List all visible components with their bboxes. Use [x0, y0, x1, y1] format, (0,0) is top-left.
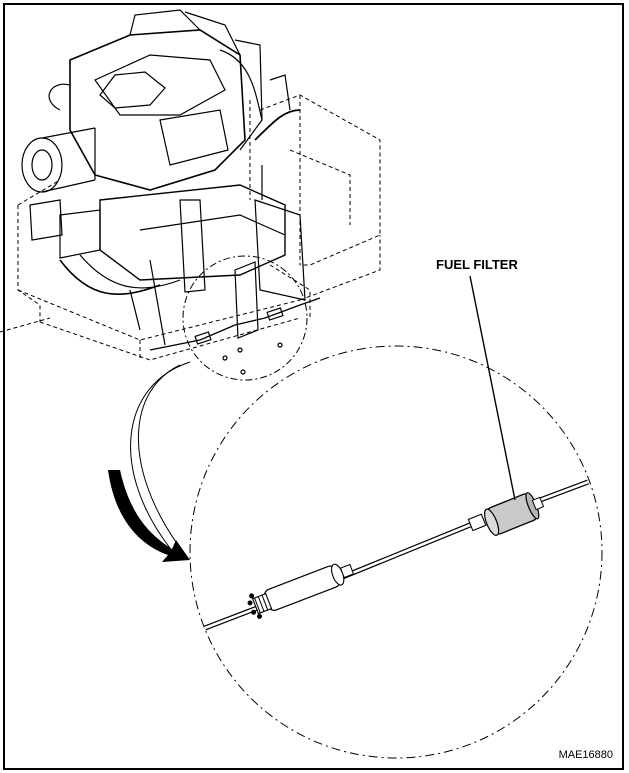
figure-frame [3, 3, 624, 770]
fuel-filter-callout: FUEL FILTER [436, 257, 518, 272]
figure-id: MAE16880 [558, 749, 613, 761]
fuel-filter-leader-line [469, 275, 516, 501]
detail-locator-circle [182, 255, 308, 381]
enlarged-detail-circle [189, 345, 603, 759]
reference-arrow [108, 361, 191, 562]
fuel-filter [484, 492, 545, 536]
fuel-line-assembly [204, 479, 589, 631]
engine-assembly [0, 9, 381, 375]
